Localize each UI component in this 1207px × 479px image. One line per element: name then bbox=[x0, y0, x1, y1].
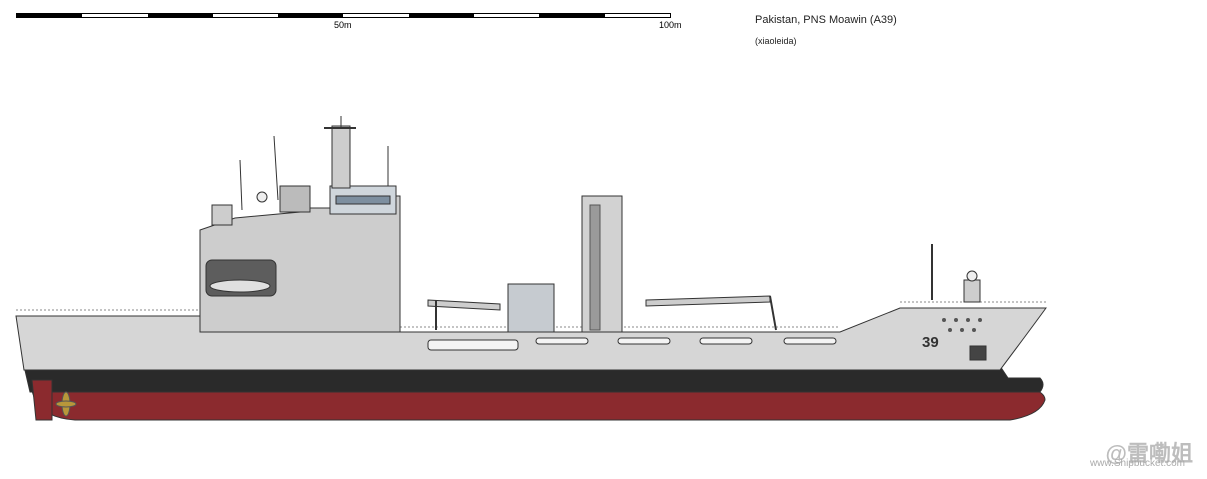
watermark-handle: @雷嘞姐 bbox=[1105, 441, 1193, 466]
hull-number: 39 bbox=[922, 334, 939, 351]
scale-segment bbox=[474, 14, 540, 17]
ras-boom-aft bbox=[427, 299, 501, 311]
scale-label-50m: 50m bbox=[334, 20, 352, 30]
scale-segment bbox=[278, 14, 344, 17]
ras-tower bbox=[581, 195, 623, 333]
scale-segment bbox=[604, 14, 670, 17]
propeller bbox=[55, 391, 77, 417]
anchor bbox=[969, 345, 987, 361]
ciws-fwd bbox=[963, 279, 981, 303]
ras-boom-fwd bbox=[645, 295, 771, 307]
main-mast bbox=[331, 125, 351, 189]
scale-segment bbox=[147, 14, 213, 17]
ship-author: (xiaoleida) bbox=[755, 36, 797, 46]
scale-segment bbox=[17, 14, 83, 17]
scale-segment bbox=[408, 14, 475, 17]
ras-house bbox=[507, 283, 555, 333]
scale-segment bbox=[82, 14, 148, 17]
portholes bbox=[942, 318, 982, 332]
scale-bar bbox=[16, 13, 671, 18]
funnel bbox=[279, 185, 311, 213]
ciws-aft bbox=[211, 204, 233, 226]
scale-segment bbox=[343, 14, 409, 17]
rudder bbox=[31, 379, 53, 421]
scale-segment bbox=[212, 14, 279, 17]
boot-top bbox=[23, 365, 1044, 393]
scale-label-100m: 100m bbox=[659, 20, 682, 30]
scale-segment bbox=[539, 14, 605, 17]
watermark-site: www.Shipbucket.com bbox=[1089, 458, 1185, 469]
ship-title: Pakistan, PNS Moawin (A39) bbox=[755, 14, 897, 26]
hull-fittings bbox=[427, 337, 837, 351]
